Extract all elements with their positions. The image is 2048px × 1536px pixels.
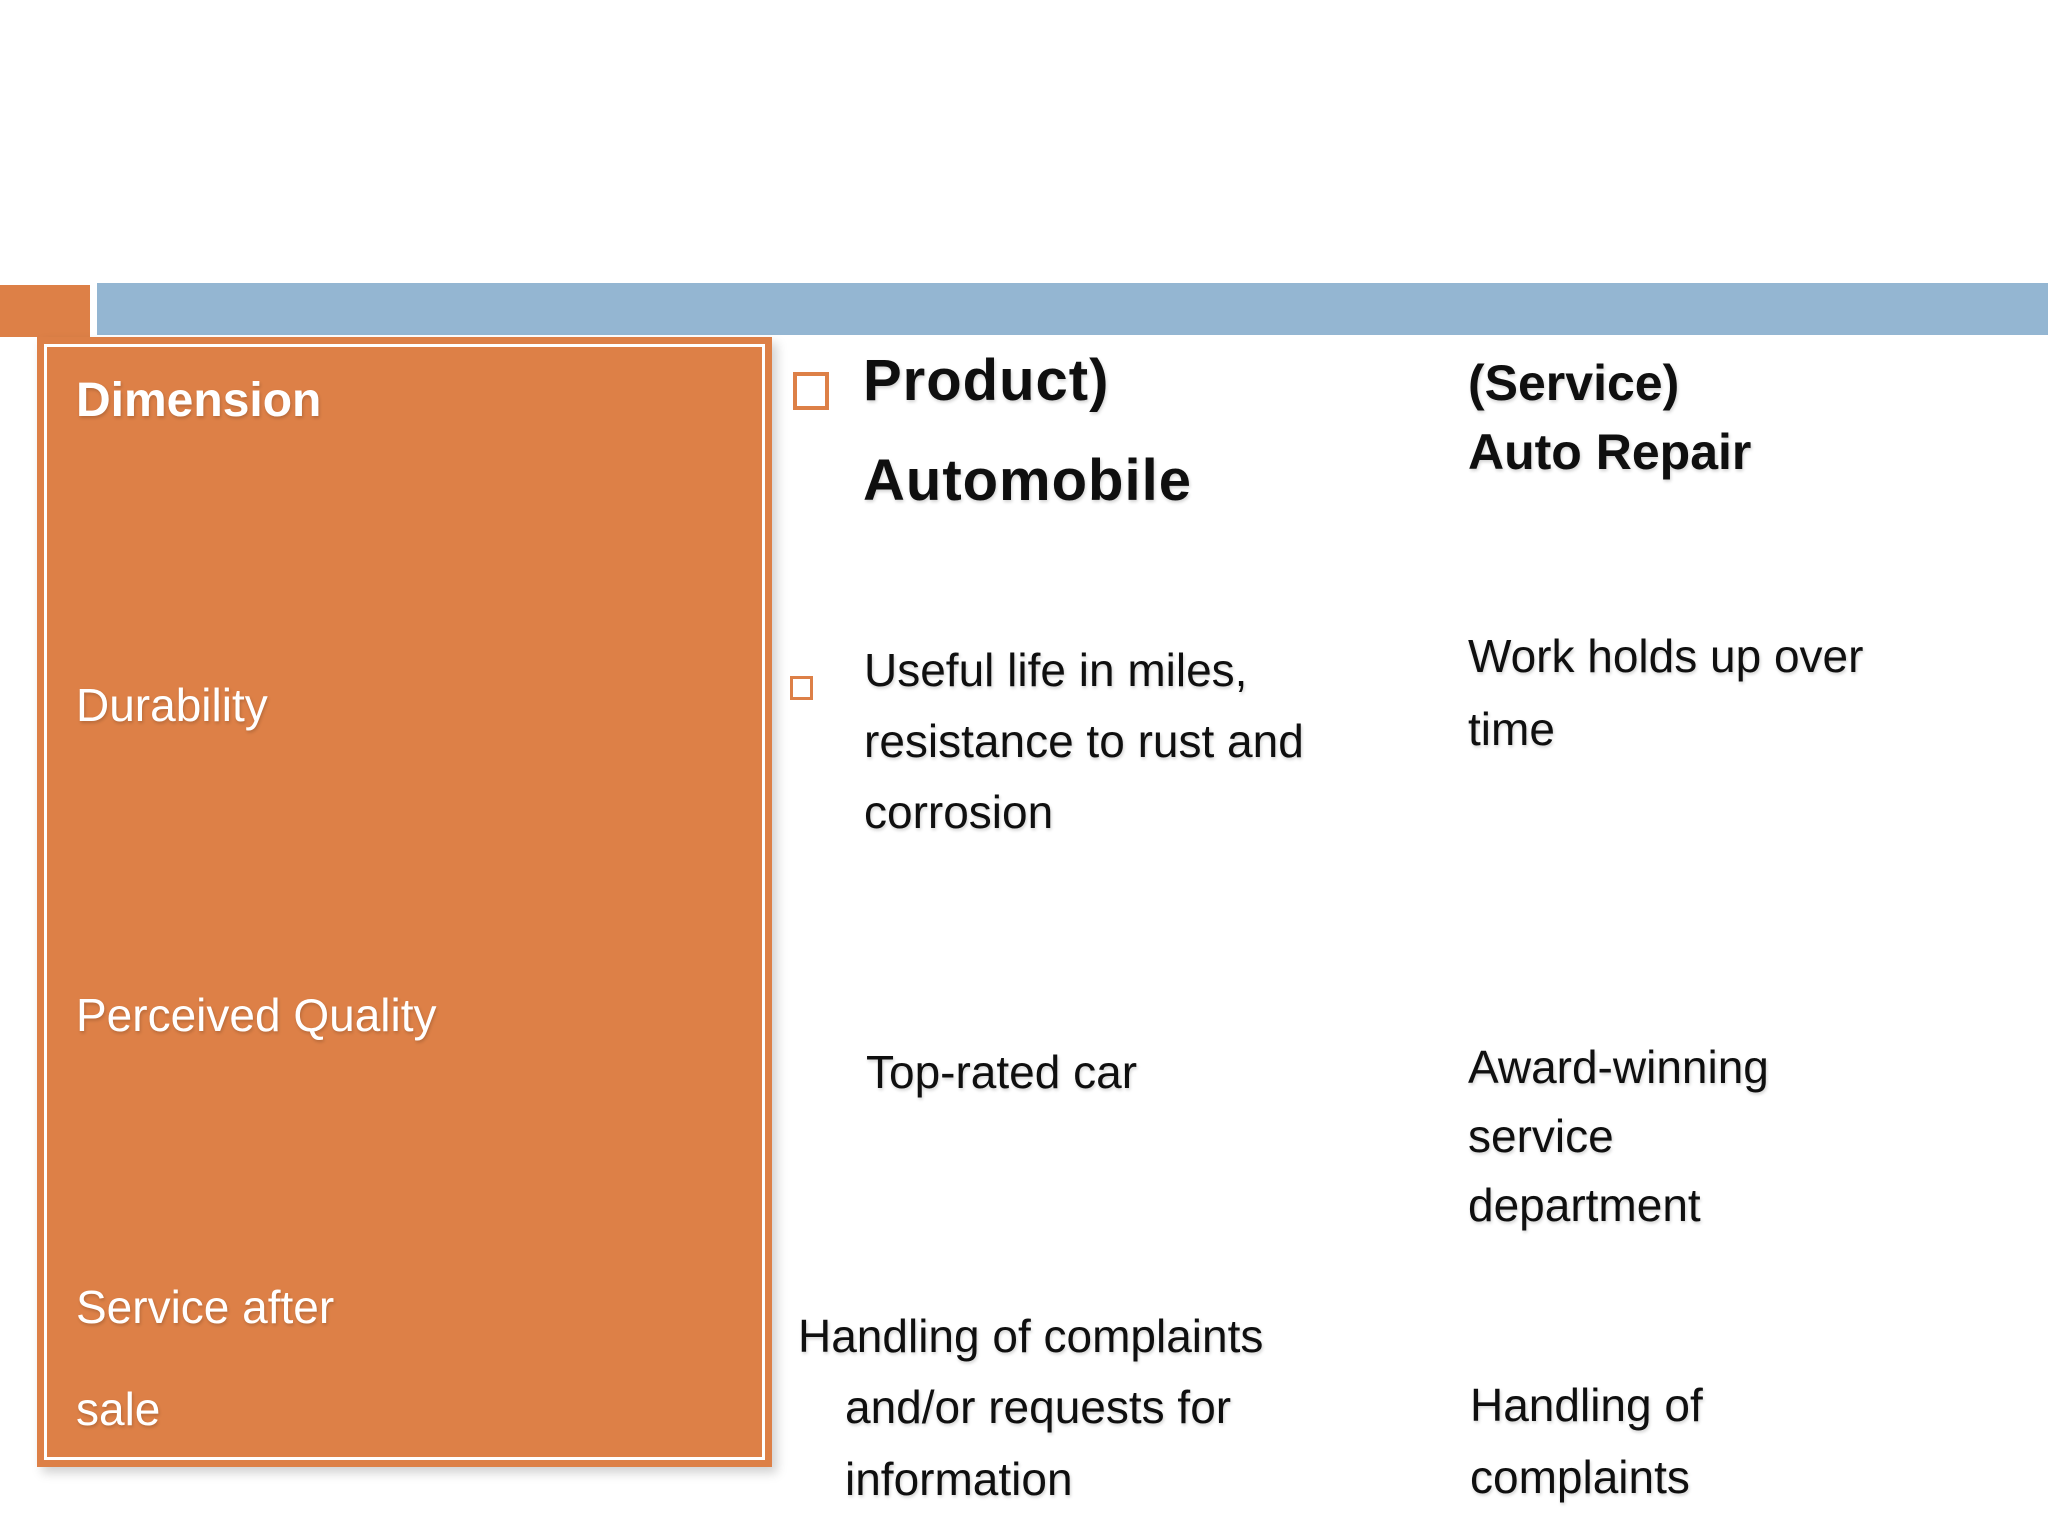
product-durability-line1: Useful life in miles, [864, 644, 1248, 696]
product-service-line2: and/or requests for [845, 1381, 1232, 1433]
product-header-line2: Automobile [863, 448, 1192, 513]
service-perceived-line2: service [1468, 1110, 1614, 1162]
panel-item-perceived-quality: Perceived Quality [76, 989, 437, 1041]
accent-blue-bar [97, 283, 2048, 335]
panel-item-sale: sale [76, 1383, 161, 1435]
panel-item-durability: Durability [76, 679, 268, 731]
service-after-line1: Handling of [1470, 1379, 1703, 1431]
service-perceived-line1: Award-winning [1468, 1041, 1769, 1093]
service-perceived-line3: department [1468, 1179, 1701, 1231]
product-durability-line3: corrosion [864, 786, 1054, 838]
product-durability-line2: resistance to rust and [864, 715, 1304, 767]
service-header-line1: (Service) [1468, 355, 1680, 411]
product-header-line1: Product) [863, 348, 1110, 413]
bullet-square-icon [790, 676, 813, 700]
dimension-panel: Dimension Durability Perceived Quality S… [37, 337, 772, 1467]
service-durability-line1: Work holds up over [1468, 630, 1864, 682]
service-header-line2: Auto Repair [1468, 424, 1752, 480]
panel-item-service-after: Service after [76, 1281, 335, 1333]
service-after-line2: complaints [1470, 1451, 1690, 1503]
product-service-line1: Handling of complaints [798, 1310, 1264, 1362]
accent-orange-block [0, 285, 90, 337]
panel-title-dimension: Dimension [76, 374, 322, 427]
product-perceived-quality: Top-rated car [866, 1046, 1138, 1098]
bullet-square-icon [793, 372, 829, 410]
service-durability-line2: time [1468, 703, 1555, 755]
product-service-line3: information [845, 1453, 1073, 1505]
